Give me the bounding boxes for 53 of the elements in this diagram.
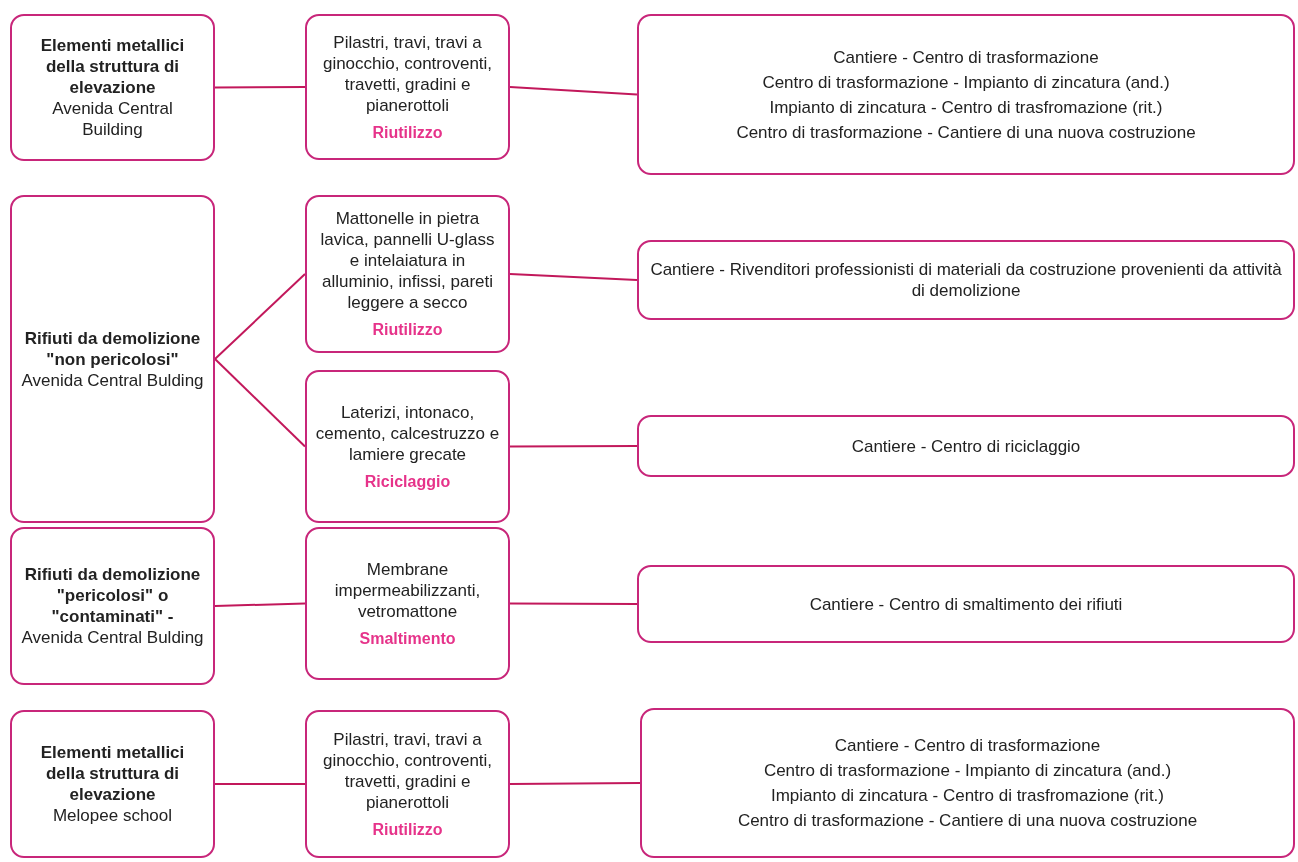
treatment-label: Riutilizzo: [372, 122, 443, 143]
category-title: Elementi metallici della struttura di elevazione: [39, 742, 186, 805]
connector-line: [214, 86, 306, 89]
category-box: [10, 14, 215, 161]
route-text: Cantiere - Centro di smaltimento dei rifiuti: [809, 593, 1123, 615]
category-title: Rifiuti da demolizione "non pericolosi": [23, 327, 202, 370]
route-box: [637, 415, 1295, 477]
material-box: [305, 14, 510, 160]
route-box: [637, 14, 1295, 175]
material-list: Membrane impermeabilizzanti, vetromattone: [315, 558, 500, 622]
connector-line: [214, 783, 306, 785]
category-title: Elementi metallici della struttura di elevazione: [39, 35, 186, 98]
route-box: [637, 240, 1295, 320]
route-box: [637, 565, 1295, 643]
category-box: [10, 527, 215, 685]
route-text: Cantiere - Centro di riciclaggio: [851, 435, 1081, 457]
route-text: Impianto di zincatura - Centro di trasfromazione (rit.): [770, 785, 1164, 806]
material-box: [305, 710, 510, 858]
connector-line: [509, 273, 638, 281]
category-title: Rifiuti da demolizione "pericolosi" o "contaminati" -: [23, 564, 202, 627]
project-name: Melopee school: [52, 805, 173, 826]
route-text: Centro di trasformazione - Impianto di zincatura (and.): [763, 760, 1172, 781]
material-box: [305, 527, 510, 680]
connector-line: [214, 358, 306, 448]
material-list: Laterizi, intonaco, cemento, calcestruzzo e lamiere grecate: [315, 401, 500, 465]
material-list: Mattonelle in pietra lavica, pannelli U-glass e intelaiatura in alluminio, infissi, pareti leggere a secco: [315, 208, 500, 313]
route-text: Centro di trasformazione - Cantiere di una nuova costruzione: [736, 121, 1196, 143]
material-list: Pilastri, travi, travi a ginocchio, controventi, travetti, gradini e pianerottoli: [315, 728, 500, 813]
connector-line: [509, 445, 638, 448]
project-name: Avenida Central Bulding: [21, 627, 204, 648]
route-text: Centro di trasformazione - Impianto di zincatura (and.): [762, 71, 1170, 93]
treatment-label: Riutilizzo: [372, 819, 443, 840]
connector-line: [509, 86, 638, 96]
route-text: Cantiere - Centro di trasformazione: [834, 735, 1101, 756]
material-list: Pilastri, travi, travi a ginocchio, controventi, travetti, gradini e pianerottoli: [315, 31, 500, 116]
material-box: [305, 370, 510, 523]
category-box: [10, 195, 215, 523]
connector-line: [214, 273, 306, 360]
route-text: Cantiere - Rivenditori professionisti di materiali da costruzione provenienti da attività di demolizione: [649, 259, 1283, 301]
route-text: Centro di trasformazione - Cantiere di una nuova costruzione: [737, 810, 1198, 831]
treatment-label: Smaltimento: [359, 628, 456, 649]
route-box: [640, 708, 1295, 858]
connector-line: [214, 602, 306, 607]
project-name: Avenida Central Bulding: [21, 369, 204, 391]
category-box: [10, 710, 215, 858]
route-text: Impianto di zincatura - Centro di trasfromazione (rit.): [769, 96, 1163, 118]
material-box: [305, 195, 510, 353]
project-name: Avenida Central Building: [51, 98, 174, 140]
connector-line: [509, 602, 638, 605]
connector-line: [509, 782, 641, 785]
route-text: Cantiere - Centro di trasformazione: [833, 46, 1099, 68]
treatment-label: Riutilizzo: [372, 320, 443, 340]
treatment-label: Riciclaggio: [364, 471, 451, 492]
